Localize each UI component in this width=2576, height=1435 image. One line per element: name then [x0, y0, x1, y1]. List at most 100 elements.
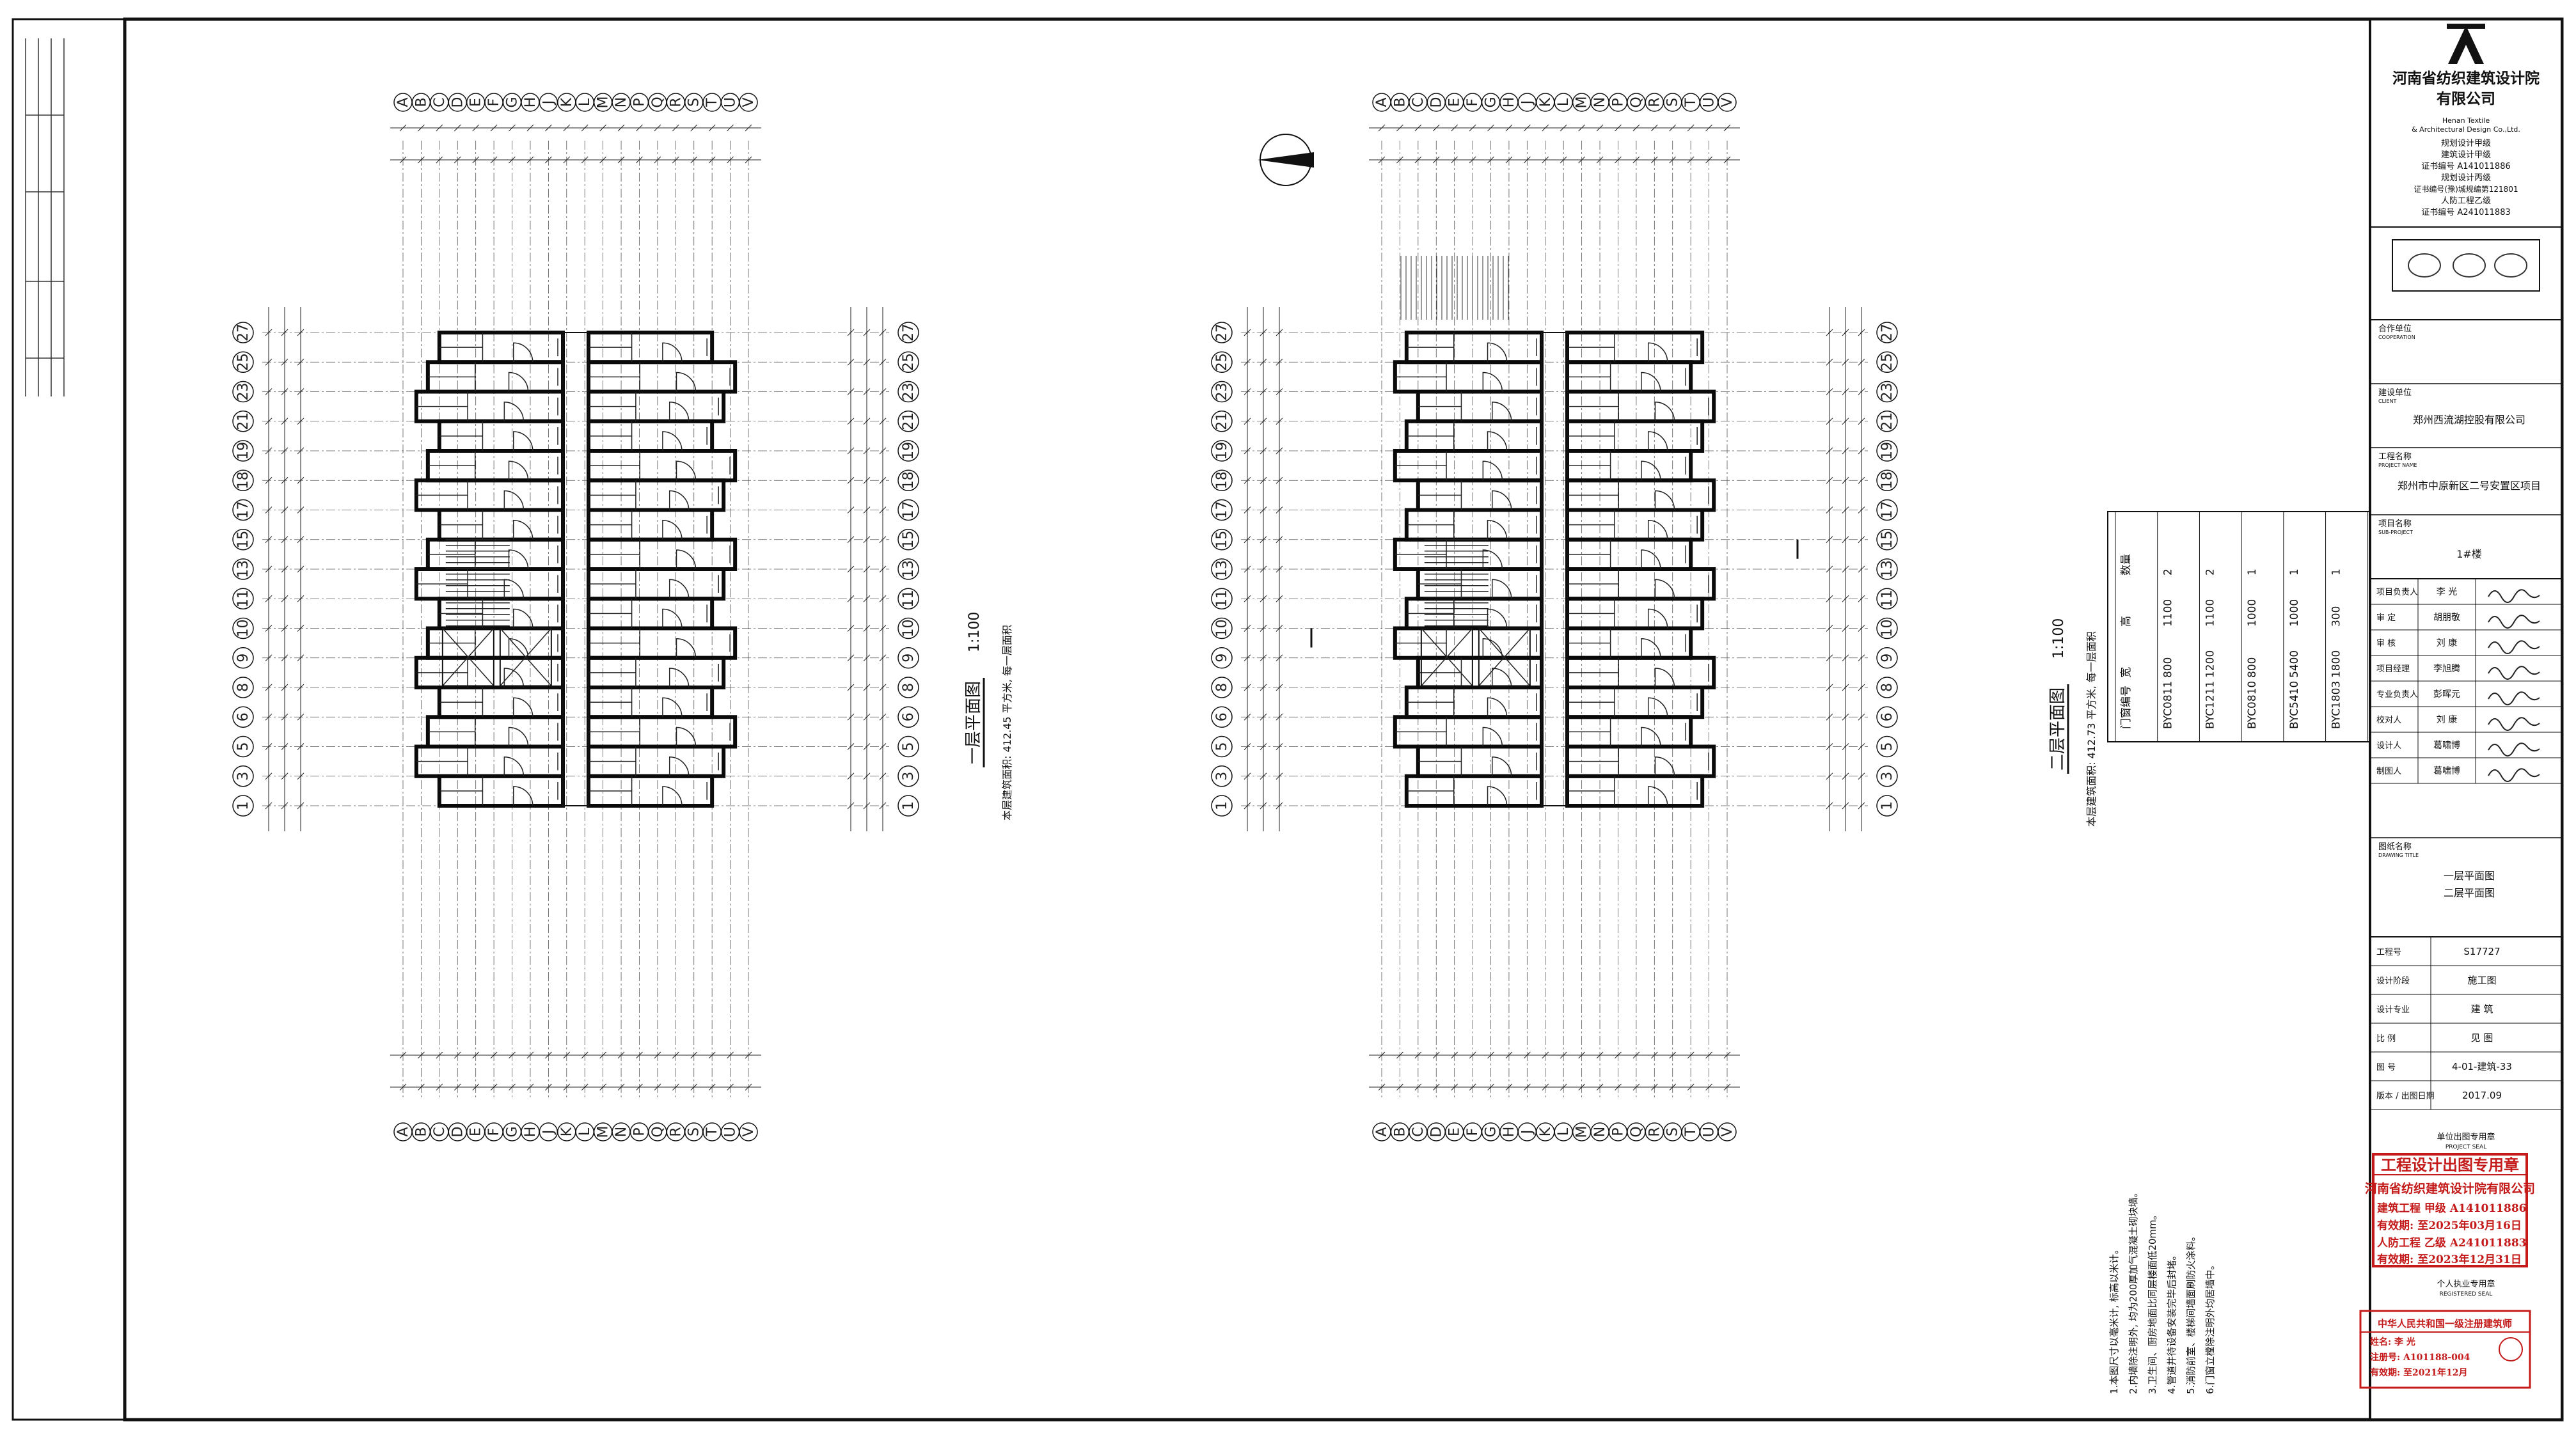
- grid-bubble-6: 6: [1211, 706, 1233, 728]
- note-line: 1.本图尺寸以毫米计, 标高以米计。: [2108, 1244, 2120, 1394]
- svg-text:6: 6: [1879, 712, 1895, 721]
- svg-text:P: P: [631, 98, 647, 106]
- grid-bubble-G: G: [1481, 93, 1501, 112]
- grid-bubble-M: M: [1572, 1122, 1592, 1141]
- svg-text:25: 25: [901, 353, 917, 371]
- plan1-title-text: 一层平面图: [964, 681, 983, 764]
- svg-text:H: H: [523, 97, 539, 108]
- grid-bubble-27: 27: [1876, 322, 1898, 343]
- grid-bubble-S: S: [1663, 1122, 1682, 1141]
- architect-seal: 中华人民共和国一级注册建筑师 姓名: 李 光 注册号: A101188-004 …: [2359, 1310, 2531, 1389]
- info-value: 4-01-建筑-33: [2452, 1061, 2512, 1072]
- svg-text:25: 25: [1214, 353, 1230, 371]
- window-table-cell: 1100: [2204, 599, 2216, 627]
- svg-text:V: V: [1719, 1127, 1735, 1136]
- window-table-cell: 2: [2204, 569, 2216, 576]
- svg-text:D: D: [1428, 1127, 1444, 1138]
- svg-text:23: 23: [901, 383, 917, 401]
- window-table-cell: 2: [2162, 569, 2175, 576]
- grid-bubble-11: 11: [1211, 588, 1233, 609]
- info-value: 2017.09: [2462, 1090, 2502, 1101]
- grid-bubble-8: 8: [897, 677, 919, 698]
- grid-bubble-G: G: [502, 93, 522, 112]
- svg-text:T: T: [1683, 98, 1699, 107]
- svg-text:17: 17: [1879, 501, 1895, 519]
- svg-text:B: B: [1392, 97, 1408, 107]
- signature-name: 刘 康: [2437, 638, 2457, 648]
- client-en: CLIENT: [2378, 398, 2396, 404]
- svg-text:J: J: [1519, 1130, 1535, 1136]
- grid-bubble-R: R: [666, 1122, 686, 1141]
- grid-bubble-F: F: [1463, 93, 1482, 112]
- svg-text:A: A: [395, 1127, 411, 1136]
- window-table-cell: 800: [2162, 657, 2175, 678]
- note-line: 4.管道井待设备安装完毕后封堵。: [2166, 1251, 2177, 1394]
- grid-bubble-B: B: [411, 93, 431, 112]
- grid-bubble-U: U: [1699, 1122, 1719, 1141]
- svg-text:13: 13: [901, 560, 917, 578]
- window-table-cell: 1: [2246, 569, 2259, 576]
- svg-text:5: 5: [1879, 742, 1895, 751]
- plan1-area-note: 本层建筑面积: 412.45 平方米, 每一层面积: [1001, 625, 1013, 820]
- svg-text:9: 9: [1879, 654, 1895, 663]
- drawing-title-label: 图纸名称: [2378, 842, 2412, 852]
- svg-text:13: 13: [1879, 560, 1895, 578]
- grid-bubble-J: J: [539, 93, 558, 112]
- seal-line-3: 人防工程 乙级 A241011883: [2377, 1236, 2526, 1250]
- grid-bubble-9: 9: [232, 647, 254, 669]
- grid-bubble-F: F: [1463, 1122, 1482, 1141]
- grid-bubble-18: 18: [1211, 469, 1233, 491]
- grid-bubble-10: 10: [1211, 617, 1233, 639]
- grid-bubble-D: D: [448, 93, 468, 112]
- drawing-frame: [123, 17, 2564, 1422]
- grid-bubble-11: 11: [1876, 588, 1898, 609]
- svg-text:27: 27: [901, 324, 917, 341]
- info-label: 工程号: [2376, 948, 2401, 957]
- svg-text:L: L: [577, 1127, 593, 1136]
- window-table-cell: BYC0810: [2246, 681, 2259, 729]
- svg-text:10: 10: [235, 620, 251, 638]
- svg-text:1: 1: [901, 801, 917, 810]
- binding-margin: [25, 38, 65, 396]
- svg-text:N: N: [1592, 1127, 1608, 1137]
- company-logo: [2447, 24, 2485, 64]
- svg-text:U: U: [723, 1127, 739, 1137]
- svg-text:23: 23: [1879, 383, 1895, 401]
- grid-bubble-3: 3: [232, 765, 254, 787]
- signature-name: 胡朋敬: [2433, 613, 2460, 623]
- svg-text:T: T: [704, 98, 720, 107]
- grid-bubble-F: F: [484, 1122, 503, 1141]
- qual-2: 建筑设计甲级: [2441, 150, 2491, 160]
- grid-bubble-D: D: [1426, 1122, 1446, 1141]
- grid-bubble-G: G: [1481, 1122, 1501, 1141]
- grid-bubble-H: H: [521, 1122, 540, 1141]
- subproject-label: 项目名称: [2378, 519, 2412, 529]
- info-value: 建 筑: [2471, 1003, 2493, 1015]
- grid-bubble-6: 6: [232, 706, 254, 728]
- client-value: 郑州西流湖控股有限公司: [2413, 414, 2525, 426]
- svg-text:3: 3: [901, 772, 917, 781]
- grid-bubble-25: 25: [1876, 351, 1898, 373]
- project-label: 工程名称: [2378, 451, 2412, 462]
- svg-text:21: 21: [1879, 412, 1895, 430]
- plan1-title: 一层平面图 1:100 本层建筑面积: 412.45 平方米, 每一层面积: [964, 612, 1013, 820]
- grid-bubble-23: 23: [897, 380, 919, 403]
- grid-bubble-11: 11: [232, 588, 254, 609]
- signature-table: 项目负责人李 光审 定胡朋敬审 核刘 康项目经理李旭腾专业负责人彭晖元校对人刘 …: [2370, 579, 2562, 784]
- svg-text:H: H: [1501, 1127, 1517, 1138]
- window-table-cell: 800: [2246, 657, 2259, 678]
- grid-bubble-V: V: [1718, 1122, 1737, 1141]
- svg-text:11: 11: [1214, 590, 1230, 608]
- grid-bubble-3: 3: [1211, 765, 1233, 787]
- grid-bubble-N: N: [612, 1122, 631, 1141]
- svg-text:S: S: [686, 98, 702, 107]
- grid-bubble-A: A: [393, 1122, 413, 1141]
- svg-text:U: U: [1702, 1127, 1718, 1137]
- svg-text:3: 3: [1879, 772, 1895, 781]
- grid-bubble-H: H: [1499, 1122, 1519, 1141]
- grid-bubble-15: 15: [1876, 529, 1898, 551]
- window-table-cell: 1800: [2330, 650, 2343, 678]
- grid-bubble-19: 19: [897, 440, 919, 462]
- client-label: 建设单位: [2378, 388, 2412, 398]
